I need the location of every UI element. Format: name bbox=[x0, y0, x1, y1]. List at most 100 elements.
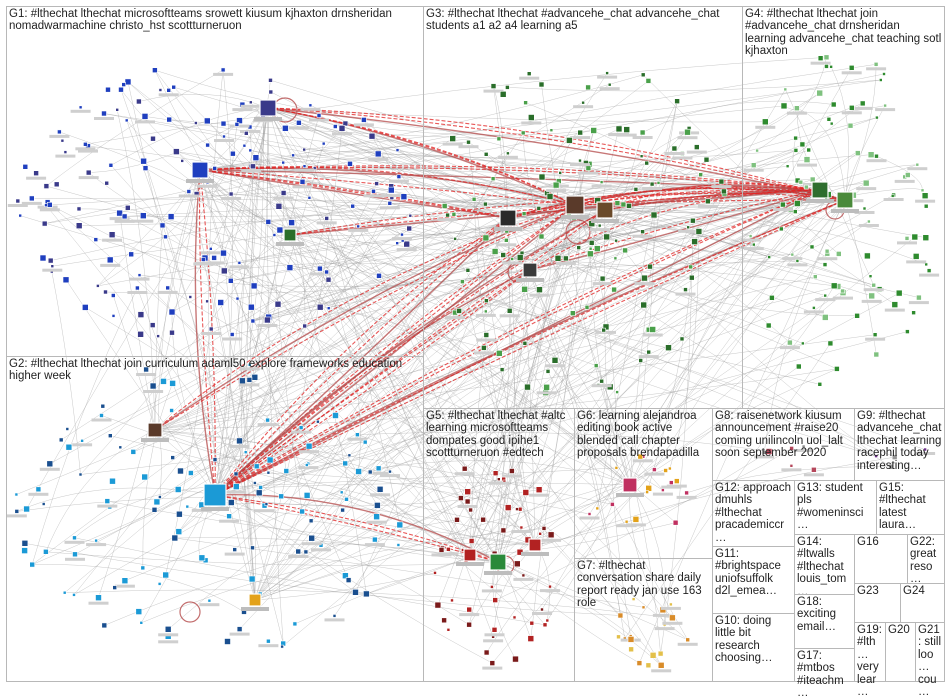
edge bbox=[16, 487, 216, 512]
edge bbox=[133, 217, 509, 453]
group-label-G10: G10: doing little bit research choosing… bbox=[715, 615, 773, 665]
edge bbox=[669, 231, 700, 469]
node-label-mark bbox=[7, 204, 28, 207]
edge bbox=[214, 115, 320, 496]
graph-node bbox=[374, 150, 382, 158]
graph-node bbox=[376, 485, 384, 493]
edge bbox=[523, 213, 631, 486]
node-label-mark bbox=[214, 139, 234, 142]
graph-node bbox=[522, 340, 528, 346]
graph-node bbox=[453, 237, 457, 241]
node-label-mark bbox=[536, 391, 557, 395]
graph-node bbox=[153, 498, 161, 506]
graph-node bbox=[43, 548, 49, 555]
graph-node bbox=[812, 306, 816, 310]
graph-node bbox=[767, 255, 772, 259]
graph-node bbox=[356, 224, 361, 229]
edge bbox=[254, 72, 608, 601]
edge bbox=[298, 122, 602, 183]
node-label-mark bbox=[815, 298, 836, 302]
graph-node bbox=[303, 492, 311, 499]
hub-node bbox=[191, 161, 209, 179]
graph-node bbox=[593, 363, 599, 368]
edge bbox=[110, 435, 378, 506]
node-label-mark bbox=[135, 120, 155, 124]
graph-node bbox=[374, 502, 381, 509]
graph-node bbox=[60, 138, 65, 143]
graph-node bbox=[230, 150, 236, 157]
node-label-mark bbox=[589, 228, 610, 232]
node-label-mark bbox=[740, 238, 761, 242]
graph-node bbox=[640, 72, 646, 78]
node-label-mark bbox=[102, 238, 123, 242]
graph-node bbox=[761, 118, 769, 126]
graph-node bbox=[491, 248, 499, 255]
group-label-G24: G24 bbox=[903, 585, 925, 597]
edge bbox=[643, 74, 839, 255]
graph-node bbox=[636, 660, 643, 666]
graph-node bbox=[96, 284, 100, 288]
graph-node bbox=[252, 154, 260, 161]
graph-node bbox=[798, 179, 804, 185]
edge bbox=[597, 199, 827, 509]
graph-node bbox=[496, 477, 501, 482]
node-label-mark bbox=[127, 291, 148, 294]
edge bbox=[214, 489, 540, 507]
graph-node bbox=[755, 148, 759, 153]
graph-node bbox=[29, 561, 36, 568]
node-label-mark bbox=[292, 185, 313, 189]
graph-node bbox=[794, 105, 800, 111]
graph-node bbox=[799, 141, 806, 148]
graph-node bbox=[281, 160, 286, 165]
graph-node bbox=[519, 525, 524, 530]
node-label-mark bbox=[257, 324, 278, 327]
graph-node bbox=[811, 466, 817, 473]
edge bbox=[357, 431, 770, 452]
node-label-mark bbox=[638, 355, 659, 359]
hub-label-mark bbox=[201, 507, 229, 511]
graph-node bbox=[641, 274, 648, 282]
graph-node bbox=[220, 249, 227, 257]
node-label-mark bbox=[114, 219, 135, 223]
graph-node bbox=[847, 122, 854, 129]
edge-strong bbox=[199, 169, 509, 219]
graph-node bbox=[506, 307, 513, 314]
graph-node bbox=[520, 130, 526, 136]
node-label-mark bbox=[114, 584, 135, 588]
graph-node bbox=[446, 546, 451, 552]
graph-node bbox=[65, 427, 70, 431]
graph-node bbox=[599, 275, 606, 282]
graph-node bbox=[542, 622, 548, 628]
graph-node bbox=[617, 612, 624, 619]
graph-node bbox=[834, 366, 840, 372]
node-label-mark bbox=[288, 555, 309, 558]
edge bbox=[512, 258, 835, 287]
edge bbox=[441, 89, 786, 551]
edge bbox=[277, 194, 854, 305]
edge bbox=[154, 429, 493, 664]
graph-node bbox=[633, 187, 639, 192]
graph-node bbox=[266, 456, 274, 464]
graph-node bbox=[75, 222, 83, 229]
graph-node bbox=[83, 142, 88, 147]
graph-node bbox=[871, 282, 877, 288]
graph-node bbox=[166, 88, 171, 93]
edge bbox=[629, 484, 666, 625]
node-label-mark bbox=[883, 198, 904, 201]
graph-node bbox=[108, 163, 114, 168]
node-label-mark bbox=[786, 111, 807, 115]
node-label-mark bbox=[86, 543, 107, 547]
edge bbox=[154, 225, 163, 431]
node-label-mark bbox=[353, 123, 374, 127]
group-label-G18: G18: exciting email… bbox=[797, 596, 836, 633]
graph-node bbox=[316, 419, 320, 424]
graph-node bbox=[158, 88, 163, 92]
node-label-mark bbox=[300, 107, 321, 111]
graph-node bbox=[82, 304, 89, 311]
graph-node bbox=[101, 110, 107, 117]
node-label-mark bbox=[502, 261, 523, 265]
edge bbox=[214, 230, 507, 496]
edge bbox=[154, 205, 445, 431]
edge bbox=[267, 107, 306, 327]
node-label-mark bbox=[379, 206, 400, 210]
